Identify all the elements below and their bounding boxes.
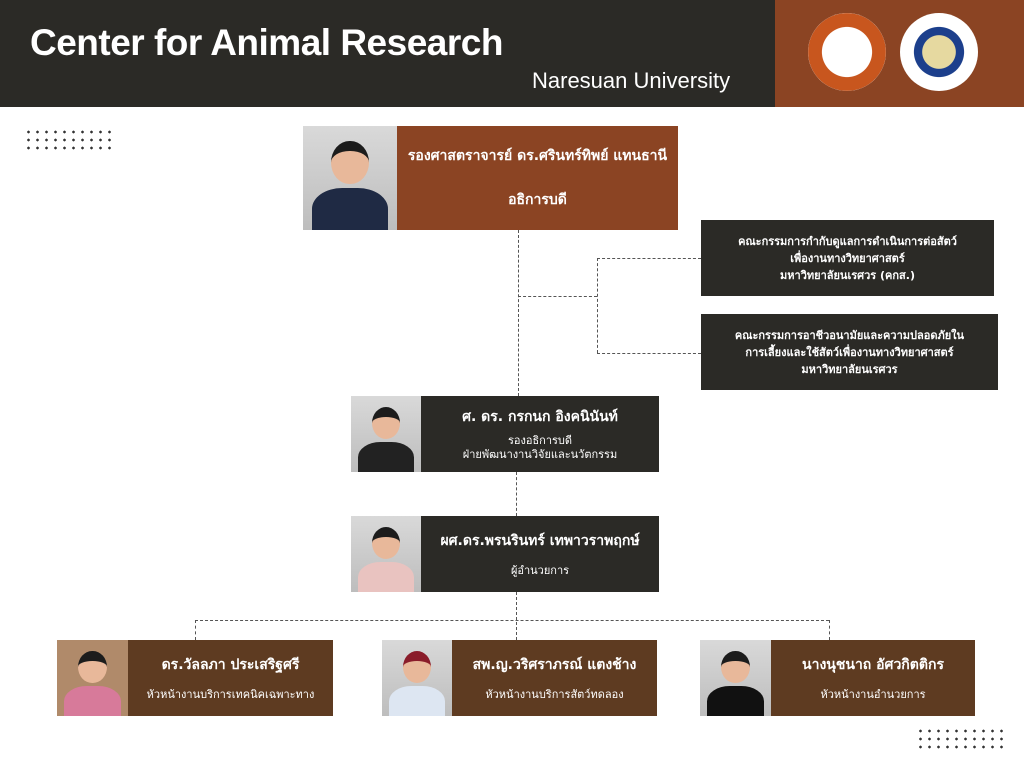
head-card: สพ.ญ.วริศราภรณ์ แตงช้าง หัวหน้างานบริการ… bbox=[452, 640, 657, 716]
center-director-name: ผศ.ดร.พรนรินทร์ เทพาวราพฤกษ์ bbox=[440, 533, 640, 549]
connector-line bbox=[516, 472, 517, 516]
vice-president-division: ฝ่ายพัฒนางานวิจัยและนวัตกรรม bbox=[462, 448, 618, 461]
page-title: Center for Animal Research bbox=[30, 22, 503, 63]
head-card: ดร.วัลลภา ประเสริฐศรี หัวหน้างานบริการเท… bbox=[128, 640, 333, 716]
committee-card: คณะกรรมการกำกับดูแลการดำเนินการต่อสัตว์ … bbox=[701, 220, 994, 296]
committee-card: คณะกรรมการอาชีวอนามัยและความปลอดภัยใน กา… bbox=[701, 314, 998, 390]
university-seal-logo bbox=[808, 13, 886, 91]
committee-line: เพื่องานทางวิทยาศาสตร์ bbox=[790, 251, 905, 265]
decorative-dots bbox=[916, 727, 1008, 751]
vice-president-photo bbox=[351, 396, 421, 472]
connector-line bbox=[195, 620, 196, 640]
head-photo bbox=[382, 640, 452, 716]
center-director-role: ผู้อำนวยการ bbox=[510, 564, 570, 577]
page-subtitle: Naresuan University bbox=[532, 68, 731, 93]
committee-line: มหาวิทยาลัยนเรศวร bbox=[801, 362, 898, 376]
connector-line bbox=[597, 258, 701, 259]
decorative-dots bbox=[24, 128, 116, 152]
head-name: นางนุชนาถ อัศวกิตติกร bbox=[802, 657, 944, 673]
connector-line bbox=[518, 296, 597, 297]
committee-line: มหาวิทยาลัยนเรศวร (คกส.) bbox=[780, 268, 915, 282]
head-name: สพ.ญ.วริศราภรณ์ แตงช้าง bbox=[472, 657, 637, 673]
head-card: นางนุชนาถ อัศวกิตติกร หัวหน้างานอำนวยการ bbox=[771, 640, 975, 716]
head-role: หัวหน้างานอำนวยการ bbox=[820, 688, 926, 701]
animal-research-logo bbox=[900, 13, 978, 91]
connector-line bbox=[516, 592, 517, 640]
connector-line bbox=[829, 620, 830, 640]
committee-line: การเลี้ยงและใช้สัตว์เพื่องานทางวิทยาศาสต… bbox=[745, 345, 954, 359]
vice-president-role: รองอธิการบดี bbox=[507, 434, 573, 447]
director-role: อธิการบดี bbox=[508, 192, 567, 208]
director-name: รองศาสตราจารย์ ดร.ศรินทร์ทิพย์ แทนธานี bbox=[407, 148, 668, 164]
head-photo bbox=[57, 640, 128, 716]
head-name: ดร.วัลลภา ประเสริฐศรี bbox=[161, 657, 300, 673]
connector-line bbox=[597, 353, 701, 354]
connector-line bbox=[597, 258, 598, 353]
vice-president-card: ศ. ดร. กรกนก อิงคนินันท์ รองอธิการบดี ฝ่… bbox=[421, 396, 659, 472]
director-photo bbox=[303, 126, 397, 230]
connector-line bbox=[518, 230, 519, 396]
head-photo bbox=[700, 640, 771, 716]
head-role: หัวหน้างานบริการเทคนิคเฉพาะทาง bbox=[146, 688, 315, 701]
connector-line bbox=[195, 620, 829, 621]
director-card: รองศาสตราจารย์ ดร.ศรินทร์ทิพย์ แทนธานี อ… bbox=[397, 126, 678, 230]
committee-line: คณะกรรมการอาชีวอนามัยและความปลอดภัยใน bbox=[734, 328, 965, 342]
committee-line: คณะกรรมการกำกับดูแลการดำเนินการต่อสัตว์ bbox=[738, 234, 957, 248]
center-director-card: ผศ.ดร.พรนรินทร์ เทพาวราพฤกษ์ ผู้อำนวยการ bbox=[421, 516, 659, 592]
vice-president-name: ศ. ดร. กรกนก อิงคนินันท์ bbox=[462, 409, 618, 425]
director-photo bbox=[351, 516, 421, 592]
head-role: หัวหน้างานบริการสัตว์ทดลอง bbox=[485, 688, 624, 701]
header-bar bbox=[0, 0, 775, 107]
